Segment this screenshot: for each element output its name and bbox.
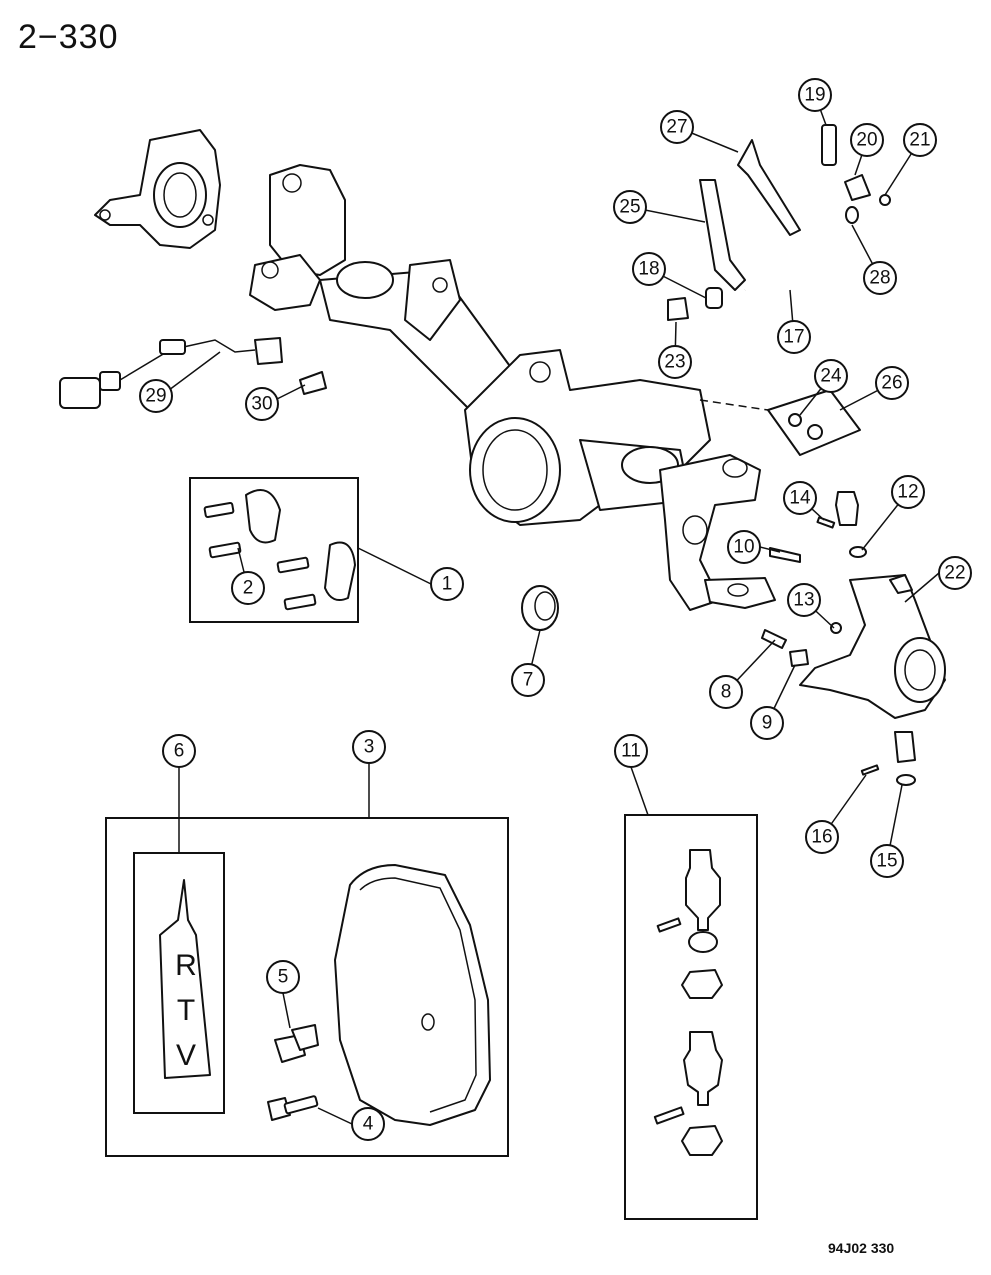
callout-15: 15: [870, 844, 904, 878]
svg-text:13: 13: [793, 590, 814, 611]
rtv-letter-v: V: [176, 1039, 196, 1072]
svg-text:11: 11: [621, 741, 641, 762]
svg-text:8: 8: [721, 682, 732, 703]
svg-text:27: 27: [666, 117, 687, 138]
vacuum-motor-plate: [699, 389, 861, 456]
svg-text:28: 28: [869, 268, 890, 289]
svg-text:26: 26: [881, 373, 902, 394]
bearing-cap-kit-box: [189, 477, 359, 623]
svg-text:21: 21: [909, 130, 930, 151]
callout-7: 7: [511, 663, 545, 697]
svg-text:9: 9: [762, 713, 773, 734]
rtv-sealant-tube: R T V: [159, 879, 211, 1079]
callout-17: 17: [777, 320, 811, 354]
rtv-letter-r: R: [175, 949, 197, 982]
page-number: 2−330: [18, 18, 119, 56]
svg-text:24: 24: [820, 366, 842, 387]
callout-8: 8: [709, 675, 743, 709]
callout-11: 11: [614, 734, 648, 768]
svg-text:5: 5: [278, 967, 289, 988]
callout-5: 5: [266, 960, 300, 994]
rtv-letter-t: T: [177, 994, 195, 1027]
callout-20: 20: [850, 123, 884, 157]
svg-text:1: 1: [442, 574, 453, 595]
svg-text:25: 25: [619, 197, 640, 218]
callout-4: 4: [351, 1107, 385, 1141]
callout-10: 10: [727, 530, 761, 564]
callout-1: 1: [430, 567, 464, 601]
callout-2: 2: [231, 571, 265, 605]
bearing-caps-and-bolts: [203, 489, 356, 611]
callout-24: 24: [814, 359, 848, 393]
callout-19: 19: [798, 78, 832, 112]
callout-16: 16: [805, 820, 839, 854]
callout-30: 30: [245, 387, 279, 421]
callout-12: 12: [891, 475, 925, 509]
svg-text:16: 16: [811, 827, 832, 848]
svg-text:23: 23: [664, 352, 685, 373]
svg-text:12: 12: [897, 482, 918, 503]
differential-cover: [334, 864, 491, 1126]
steering-knuckle-right: [799, 574, 946, 719]
svg-text:7: 7: [523, 670, 534, 691]
callout-22: 22: [938, 556, 972, 590]
svg-text:3: 3: [364, 737, 375, 758]
callout-29: 29: [139, 379, 173, 413]
lower-ball-joint: [653, 1031, 723, 1156]
svg-text:6: 6: [174, 741, 185, 762]
svg-text:22: 22: [944, 563, 965, 584]
upper-ball-joint: [656, 849, 723, 999]
vent-hose-assembly: [667, 124, 891, 321]
svg-text:30: 30: [251, 394, 272, 415]
cover-bolt: [267, 1095, 319, 1121]
callout-13: 13: [787, 583, 821, 617]
svg-text:10: 10: [733, 537, 754, 558]
callout-14: 14: [783, 481, 817, 515]
svg-text:18: 18: [638, 259, 659, 280]
callout-21: 21: [903, 123, 937, 157]
callout-28: 28: [863, 261, 897, 295]
callout-6: 6: [162, 734, 196, 768]
callout-26: 26: [875, 366, 909, 400]
axle-housing: [249, 164, 776, 611]
svg-text:15: 15: [876, 851, 897, 872]
callout-25: 25: [613, 190, 647, 224]
svg-text:17: 17: [783, 327, 804, 348]
steering-knuckle-left: [94, 129, 221, 249]
callout-3: 3: [352, 730, 386, 764]
svg-text:14: 14: [789, 488, 811, 509]
cover-kit-box: [105, 817, 509, 1157]
svg-text:20: 20: [856, 130, 877, 151]
fill-plug: [274, 1024, 319, 1063]
axle-seal: [521, 585, 559, 631]
callout-23: 23: [658, 345, 692, 379]
figure-code: 94J02 330: [828, 1240, 895, 1256]
svg-text:2: 2: [243, 578, 254, 599]
svg-text:19: 19: [804, 85, 825, 106]
callout-9: 9: [750, 706, 784, 740]
svg-text:29: 29: [145, 386, 166, 407]
ball-joint-kit-box: [624, 814, 758, 1220]
indicator-switch-harness: [59, 337, 327, 409]
callout-27: 27: [660, 110, 694, 144]
svg-text:4: 4: [363, 1114, 374, 1135]
callout-18: 18: [632, 252, 666, 286]
